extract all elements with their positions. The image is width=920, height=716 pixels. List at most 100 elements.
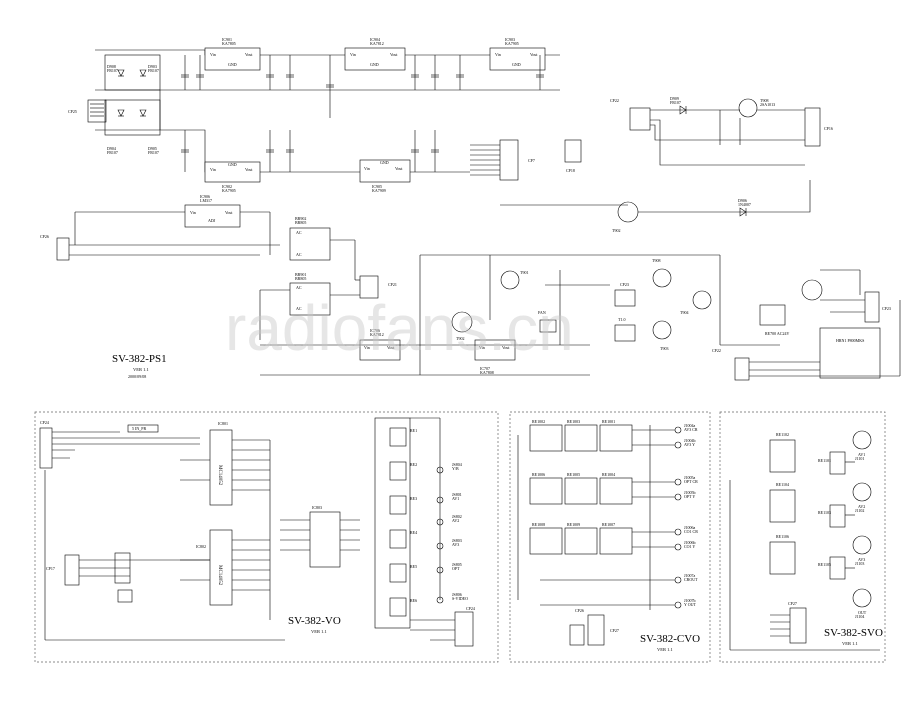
svg-text:Y OUT: Y OUT <box>684 602 697 607</box>
svg-text:Vin: Vin <box>190 210 196 215</box>
svg-text:JS806: JS806 <box>452 592 462 597</box>
svg-text:GND: GND <box>380 160 389 165</box>
svg-text:Vout: Vout <box>502 345 510 350</box>
svg-text:D904: D904 <box>107 146 116 151</box>
svg-text:IC801: IC801 <box>218 421 228 426</box>
connector-cp24: CP24 5 IN_PR <box>39 420 200 469</box>
filter-capacitors <box>181 55 544 172</box>
svg-text:BR805: BR805 <box>295 220 306 225</box>
svg-text:RE1102: RE1102 <box>776 432 789 437</box>
svo-section-border <box>719 411 886 663</box>
svg-text:FR107: FR107 <box>148 68 159 73</box>
mux-ic801: MC14052 IC801 <box>180 421 270 506</box>
svg-text:Y/B: Y/B <box>452 466 459 471</box>
svg-text:IC706: IC706 <box>370 328 380 333</box>
svg-text:T904: T904 <box>680 310 688 315</box>
svg-text:OPT: OPT <box>452 566 460 571</box>
svg-text:CO1 Y: CO1 Y <box>684 544 695 549</box>
svg-text:CP23: CP23 <box>882 306 891 311</box>
svg-text:KA7905: KA7905 <box>505 41 519 46</box>
svg-text:RE1001: RE1001 <box>602 419 615 424</box>
xfmr-label: HRN1 P800MKS <box>836 338 864 343</box>
svg-text:RE1004: RE1004 <box>602 472 615 477</box>
svg-text:GND: GND <box>512 62 521 67</box>
svg-text:IC707: IC707 <box>480 366 490 371</box>
watermark: radiofans.cn <box>225 292 574 364</box>
svg-text:CP22: CP22 <box>610 98 619 103</box>
connector-cp26-ps: CP26 <box>40 211 280 261</box>
svg-text:J1004b: J1004b <box>684 438 696 443</box>
svg-text:Vout: Vout <box>395 166 403 171</box>
svg-text:J1007a: J1007a <box>684 573 696 578</box>
svg-text:Vin: Vin <box>364 166 370 171</box>
svg-text:T903: T903 <box>660 346 668 351</box>
svg-text:J1103: J1103 <box>855 561 864 566</box>
svg-text:AV3 Y: AV3 Y <box>684 442 695 447</box>
svg-text:J1005a: J1005a <box>684 475 696 480</box>
svg-text:AC: AC <box>296 306 302 311</box>
svg-text:BR901: BR901 <box>295 272 306 277</box>
cvo-title: SV-382-CVO <box>640 633 700 645</box>
svg-text:RE5: RE5 <box>410 564 417 569</box>
svg-text:T902: T902 <box>456 336 464 341</box>
svg-text:Vout: Vout <box>225 210 233 215</box>
svg-text:RE2: RE2 <box>410 462 417 467</box>
svg-text:FR107: FR107 <box>670 100 681 105</box>
component-video-section: RE1002 RE1003 RE1001 RE1006 RE1005 RE100… <box>509 411 711 663</box>
svg-text:IC902: IC902 <box>222 184 232 189</box>
svg-text:IC904: IC904 <box>370 37 380 42</box>
svg-text:IC903: IC903 <box>505 37 515 42</box>
cvo-version: VER 1.1 <box>657 647 673 652</box>
connector-cp7: CP7 <box>470 139 535 181</box>
sw-label: 5 IN_PR <box>132 426 146 431</box>
svg-text:AV3: AV3 <box>452 542 459 547</box>
svg-text:RE1103: RE1103 <box>818 510 831 515</box>
svg-text:GND: GND <box>370 62 379 67</box>
svg-text:OPT Y: OPT Y <box>684 494 695 499</box>
svg-text:IC906: IC906 <box>200 194 210 199</box>
svg-text:RE1009: RE1009 <box>567 522 580 527</box>
svg-text:AC: AC <box>296 285 302 290</box>
svg-text:RE1003: RE1003 <box>567 419 580 424</box>
fan-label: FAN <box>538 310 546 315</box>
svg-text:CP17: CP17 <box>46 566 55 571</box>
svg-text:T902: T902 <box>612 228 620 233</box>
connector-cp24-right: CP24 <box>410 606 475 647</box>
svg-text:OPT CR: OPT CR <box>684 479 698 484</box>
svg-text:J1007b: J1007b <box>684 598 696 603</box>
svg-text:CP23: CP23 <box>620 282 629 287</box>
svg-text:KA7808: KA7808 <box>480 370 494 375</box>
svg-text:Vin: Vin <box>495 52 501 57</box>
svg-text:RE1005: RE1005 <box>567 472 580 477</box>
svg-text:Vin: Vin <box>364 345 370 350</box>
mux-ic802: MC14052 IC802 <box>180 529 270 606</box>
svg-text:Vout: Vout <box>245 52 253 57</box>
svg-text:JS804: JS804 <box>452 462 462 467</box>
svg-text:J1102: J1102 <box>855 508 864 513</box>
svg-text:RE1008: RE1008 <box>532 522 545 527</box>
svg-text:MC14052: MC14052 <box>217 465 222 486</box>
svg-text:Vout: Vout <box>387 345 395 350</box>
svg-text:CP22: CP22 <box>712 348 721 353</box>
svg-text:D906: D906 <box>738 198 747 203</box>
svg-text:KA7812: KA7812 <box>370 41 384 46</box>
svg-text:CP16: CP16 <box>824 126 833 131</box>
svg-text:Vout: Vout <box>390 52 398 57</box>
svg-text:AV3: AV3 <box>858 557 865 562</box>
svg-text:D905: D905 <box>148 146 157 151</box>
vo-title: SV-382-VO <box>288 615 341 627</box>
svg-text:KA7909: KA7909 <box>372 188 386 193</box>
svg-text:D909: D909 <box>670 96 679 101</box>
svg-text:RE1106: RE1106 <box>776 534 789 539</box>
cvo-section-border <box>509 411 711 663</box>
svg-text:T1.0: T1.0 <box>618 317 625 322</box>
connector-cp27-svo: CP27 <box>770 601 807 644</box>
svg-text:2SA1013: 2SA1013 <box>760 102 775 107</box>
svg-text:OUT: OUT <box>858 610 867 615</box>
svg-text:JS801: JS801 <box>452 492 462 497</box>
